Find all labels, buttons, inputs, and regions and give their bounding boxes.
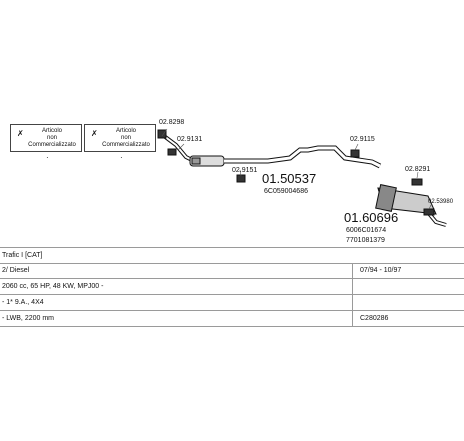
part-label: 02.9131 (177, 136, 202, 143)
part-label: 02.8291 (405, 166, 430, 173)
table-row: 2060 cc, 65 HP, 48 KW, MPJ00 - (0, 279, 464, 295)
table-row: - LWB, 2200 mm C280286 (0, 311, 464, 327)
rear-silencer (375, 184, 437, 215)
column-divider (352, 263, 353, 327)
box-line3: Commercializzato (28, 142, 76, 148)
table-row: 2/ Diesel 07/94 - 10/97 (0, 263, 464, 279)
x-mark-icon: ✗ (17, 129, 24, 138)
table-cell: 2/ Diesel (2, 267, 30, 274)
part-label: 02.9115 (350, 136, 375, 143)
exhaust-system-diagram: 02.8298 02.9131 02.9151 01.50537 6C05900… (157, 119, 454, 244)
table-cell: - LWB, 2200 mm (2, 315, 54, 322)
part-label: 02.53980 (428, 199, 454, 205)
box-line2: non (120, 135, 131, 141)
x-mark-icon: ✗ (91, 129, 98, 138)
table-cell: C280286 (360, 315, 389, 322)
table-cell: 07/94 - 10/97 (360, 267, 402, 274)
oem-reference: 7701081379 (346, 237, 385, 244)
part-label: 02.9151 (232, 167, 257, 174)
table-row: - 1* 9.A., 4X4 (0, 295, 464, 311)
box-title: Articolo (115, 128, 136, 134)
not-commercialized-box-2: ✗ Articolo non Commercializzato · (84, 124, 156, 162)
front-silencer (189, 155, 225, 167)
middle-pipe (224, 145, 382, 169)
bullet-dot: · (46, 153, 49, 162)
table-cell: - 1* 9.A., 4X4 (2, 299, 44, 306)
part-number-main: 01.50537 (262, 171, 316, 186)
oem-reference: 6C059004686 (264, 188, 308, 195)
not-commercialized-box-1: ✗ Articolo non Commercializzato · (10, 124, 82, 162)
box-title: Articolo (41, 128, 62, 134)
box-line2: non (46, 135, 57, 141)
table-cell: Trafic I [CAT] (2, 252, 43, 259)
front-pipe (157, 129, 193, 162)
leader-lines (161, 128, 432, 210)
part-label: 02.8298 (159, 119, 184, 126)
flange-icon (157, 129, 167, 139)
part-number-main: 01.60696 (344, 210, 398, 225)
table-cell: 2060 cc, 65 HP, 48 KW, MPJ00 - (2, 283, 104, 290)
table-row: Trafic I [CAT] (0, 247, 464, 264)
bullet-dot: · (120, 153, 123, 162)
box-line3: Commercializzato (102, 142, 150, 148)
clamp-icon (167, 148, 435, 216)
oem-reference: 6006C01674 (346, 227, 386, 234)
